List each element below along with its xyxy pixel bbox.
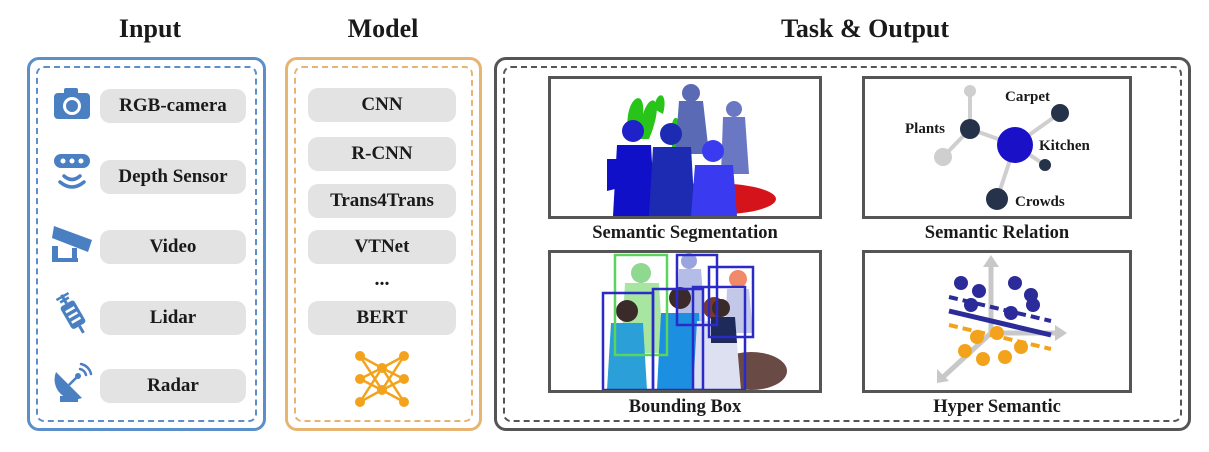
relation-caption: Semantic Relation	[924, 223, 1070, 243]
neural-network-icon	[355, 351, 409, 407]
bounding-box-caption: Bounding Box	[628, 397, 742, 417]
task-output-header: Task & Output	[780, 14, 950, 43]
model-item-bert: BERT	[308, 301, 456, 335]
task-panel-dashed	[503, 66, 1182, 422]
input-item-video: Video	[100, 230, 246, 264]
relation-node-carpet: Carpet	[1005, 89, 1050, 105]
task-panel	[494, 57, 1191, 431]
hyper-semantic-caption: Hyper Semantic	[933, 397, 1061, 417]
input-item-rgb-camera: RGB-camera	[100, 89, 246, 123]
relation-node-crowds: Crowds	[1015, 194, 1065, 210]
radar-icon	[54, 362, 93, 402]
hyper-semantic-image	[862, 250, 1132, 393]
input-item-lidar: Lidar	[100, 301, 246, 335]
model-item-trans4trans: Trans4Trans	[308, 184, 456, 218]
bounding-box-image	[548, 250, 822, 393]
depth-sensor-icon	[54, 154, 90, 189]
relation-node-kitchen: Kitchen	[1039, 138, 1090, 154]
lidar-icon	[55, 291, 86, 334]
relation-image: Plants Carpet Kitchen Crowds	[862, 76, 1132, 219]
input-item-depth-sensor: Depth Sensor	[100, 160, 246, 194]
segmentation-caption: Semantic Segmentation	[592, 223, 778, 243]
model-item-rcnn: R-CNN	[308, 137, 456, 171]
model-panel-dashed	[294, 66, 473, 422]
camera-icon	[54, 88, 90, 119]
input-item-radar: Radar	[100, 369, 246, 403]
model-item-cnn: CNN	[308, 88, 456, 122]
model-header: Model	[347, 14, 419, 43]
input-header: Input	[118, 14, 182, 43]
input-panel	[27, 57, 266, 431]
segmentation-image	[548, 76, 822, 219]
input-panel-dashed	[36, 66, 257, 422]
video-camera-icon	[52, 226, 92, 262]
model-item-vtnet: VTNet	[308, 230, 456, 264]
model-panel	[285, 57, 482, 431]
relation-node-plants: Plants	[905, 121, 945, 137]
model-ellipsis: ...	[374, 268, 390, 290]
